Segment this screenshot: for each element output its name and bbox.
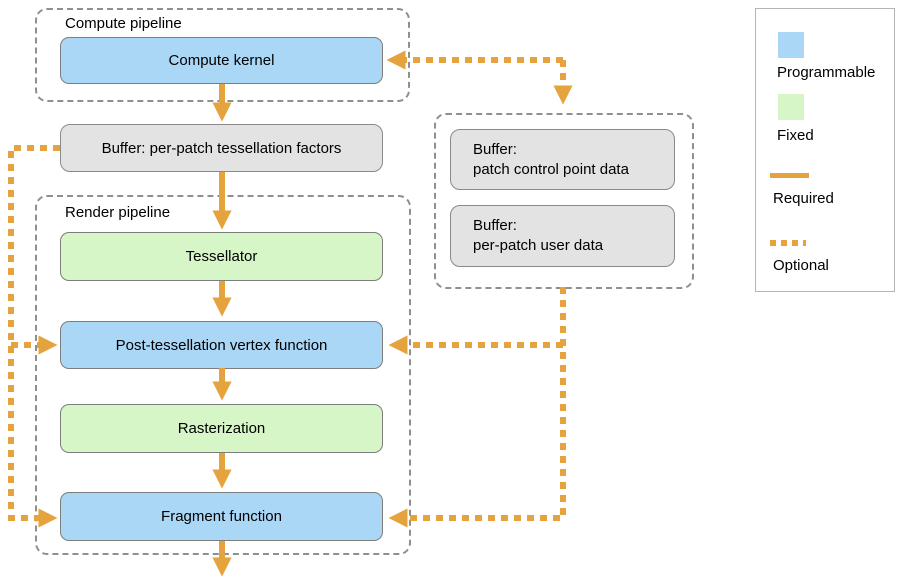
- node-compute-kernel: Compute kernel: [60, 37, 383, 84]
- buffer-line: patch control point data: [473, 160, 629, 178]
- programmable-swatch-icon: [778, 32, 804, 58]
- dashed-buffers-to-fragment: [388, 287, 566, 528]
- legend-label-fixed: Fixed: [777, 127, 814, 144]
- legend-label-optional: Optional: [773, 257, 829, 274]
- buffer-line: Buffer:: [473, 140, 517, 158]
- node-buffer-patch-control-point-data: Buffer: patch control point data: [450, 129, 675, 190]
- node-tessellator: Tessellator: [60, 232, 383, 281]
- legend-label-required: Required: [773, 190, 834, 207]
- optional-line-icon: [770, 240, 806, 246]
- legend-label-programmable: Programmable: [777, 64, 876, 81]
- buffer-line: per-patch user data: [473, 237, 604, 254]
- node-buffer-tess-factors: Buffer: per-patch tessellation factors: [60, 124, 383, 172]
- required-line-icon: [770, 173, 809, 178]
- node-fragment-function: Fragment function: [60, 492, 383, 541]
- fixed-swatch-icon: [778, 94, 804, 120]
- buffer-line: Buffer:: [473, 217, 517, 234]
- node-rasterization: Rasterization: [60, 404, 383, 453]
- legend: Programmable Fixed Required Optional: [755, 8, 895, 292]
- node-buffer-per-patch-user-data: Buffer: per-patch user data: [450, 205, 675, 267]
- node-post-tessellation-vertex-function: Post-tessellation vertex function: [60, 321, 383, 369]
- compute-pipeline-label: Compute pipeline: [65, 15, 182, 32]
- render-pipeline-label: Render pipeline: [65, 204, 171, 221]
